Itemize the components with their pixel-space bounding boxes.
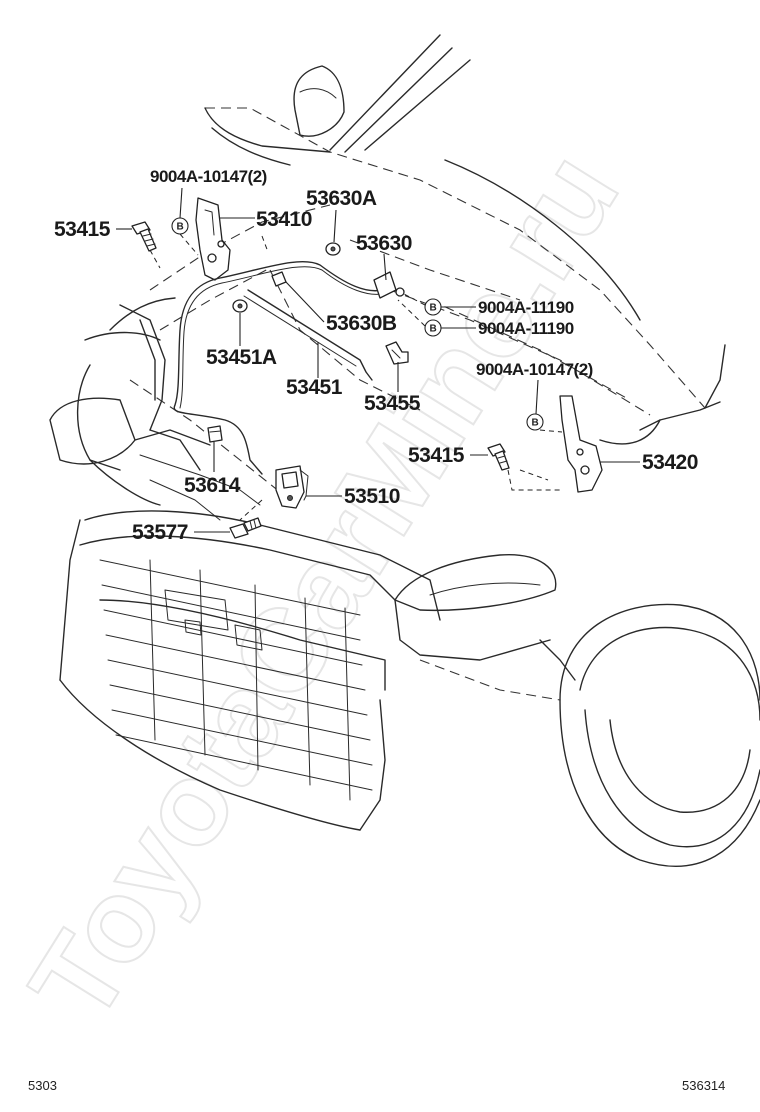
parts-layer — [131, 197, 603, 539]
part-label-53415-right: 53415 — [408, 444, 465, 467]
badge-b-11190-b: B — [424, 319, 442, 337]
part-labels: 9004A-10147(2) 53415 53410 53630A 53630 … — [54, 167, 698, 544]
bolt-badges: B B B B — [171, 217, 544, 431]
badge-b-right: B — [526, 413, 544, 431]
svg-text:B: B — [177, 222, 184, 233]
bolt-right — [487, 443, 510, 471]
part-label-53451: 53451 — [286, 376, 343, 399]
part-label-9004a-10147-right: 9004A-10147(2) — [476, 360, 593, 379]
svg-text:B: B — [430, 303, 437, 314]
badge-b-11190-a: B — [424, 298, 442, 316]
part-label-53630b: 53630B — [326, 312, 397, 335]
grommet-53451a — [232, 299, 248, 313]
part-label-53455: 53455 — [364, 392, 421, 415]
part-label-53630a: 53630A — [306, 187, 377, 210]
hood-support-rod — [247, 289, 373, 381]
part-label-9004a-11190-b: 9004A-11190 — [478, 319, 574, 338]
grommet-53630a — [325, 242, 341, 256]
clamp-53614 — [207, 425, 223, 443]
badge-b-top: B — [171, 217, 189, 235]
hood-lock-53510 — [275, 465, 309, 509]
front-right-wheel — [559, 603, 760, 867]
vehicle-body-outline — [49, 34, 760, 867]
part-label-53630: 53630 — [356, 232, 412, 255]
rod-holder-53455 — [385, 341, 409, 365]
clip-53630b — [271, 271, 287, 287]
grille — [99, 559, 373, 801]
part-label-53510: 53510 — [344, 485, 400, 508]
part-label-53614: 53614 — [184, 474, 241, 497]
svg-text:B: B — [532, 418, 539, 429]
part-label-53420: 53420 — [642, 451, 698, 474]
bolt-53577 — [229, 517, 262, 539]
footer-illustration-code: 536314 — [682, 1078, 725, 1093]
hood-hinge-left — [195, 197, 231, 281]
leader-lines — [116, 187, 640, 533]
part-label-53577: 53577 — [132, 521, 188, 544]
part-label-9004a-11190-a: 9004A-11190 — [478, 298, 574, 317]
part-label-9004a-10147-top: 9004A-10147(2) — [150, 167, 267, 186]
part-label-53410: 53410 — [256, 208, 312, 231]
hood-hinge-right — [559, 395, 603, 493]
bolt-left — [131, 221, 157, 252]
footer-section-code: 5303 — [28, 1078, 57, 1093]
hood-release-cable — [173, 261, 393, 475]
part-label-53415-left: 53415 — [54, 218, 111, 241]
svg-text:B: B — [430, 324, 437, 335]
part-label-53451a: 53451A — [206, 346, 277, 369]
cable-bracket — [373, 271, 405, 299]
